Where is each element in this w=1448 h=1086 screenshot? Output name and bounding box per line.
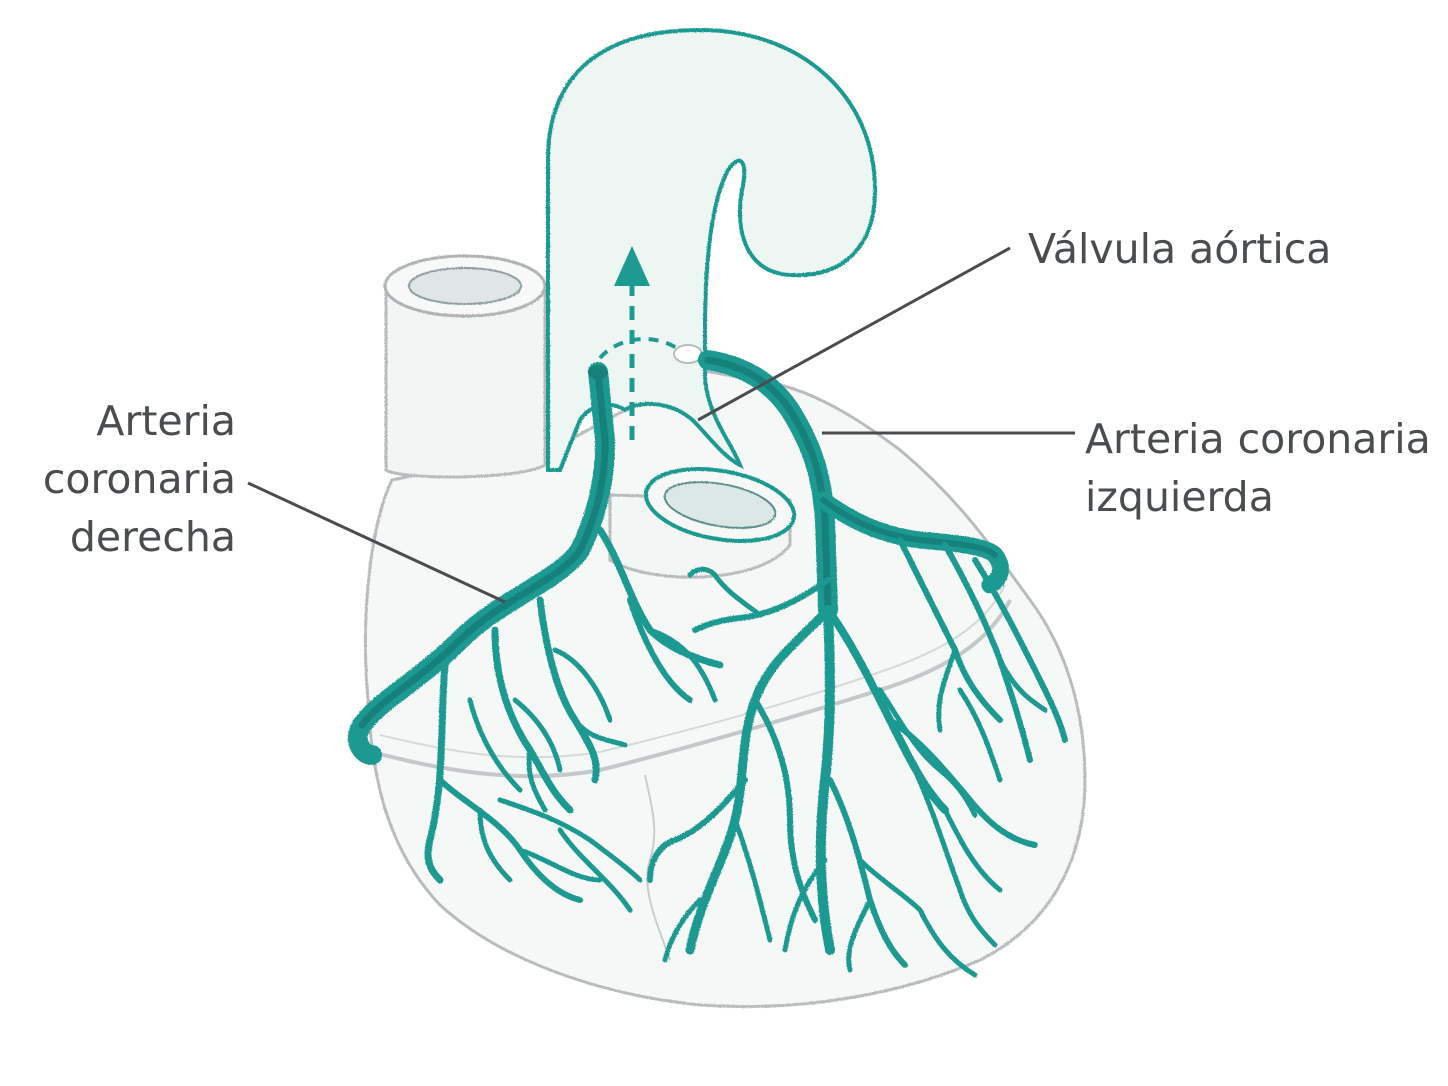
av-groove-inner (379, 584, 1006, 759)
aortic-valve-ostium (673, 344, 703, 364)
interventricular-line (644, 774, 671, 961)
label-right-coronary-line2: coronaria (42, 455, 236, 503)
right-coronary-artery (347, 362, 724, 913)
leader-aortic-valve (697, 246, 1011, 422)
label-right-coronary-line1: Arteria (96, 397, 236, 445)
label-right-coronary-line3: derecha (69, 513, 236, 561)
leader-right-coronary (247, 481, 506, 604)
label-left-coronary-line2: izquierda (1085, 473, 1274, 521)
vena-cava (383, 254, 547, 479)
label-right-coronary-artery: Arteria coronaria derecha (0, 392, 236, 566)
leader-lines (247, 246, 1075, 604)
label-aortic-valve-text: Válvula aórtica (1028, 225, 1332, 273)
label-left-coronary-line1: Arteria coronaria (1085, 415, 1431, 463)
label-aortic-valve: Válvula aórtica (1028, 220, 1331, 278)
pulmonary-trunk (608, 467, 797, 579)
left-coronary-artery (647, 350, 1068, 978)
label-left-coronary-artery: Arteria coronaria izquierda (1085, 410, 1431, 526)
